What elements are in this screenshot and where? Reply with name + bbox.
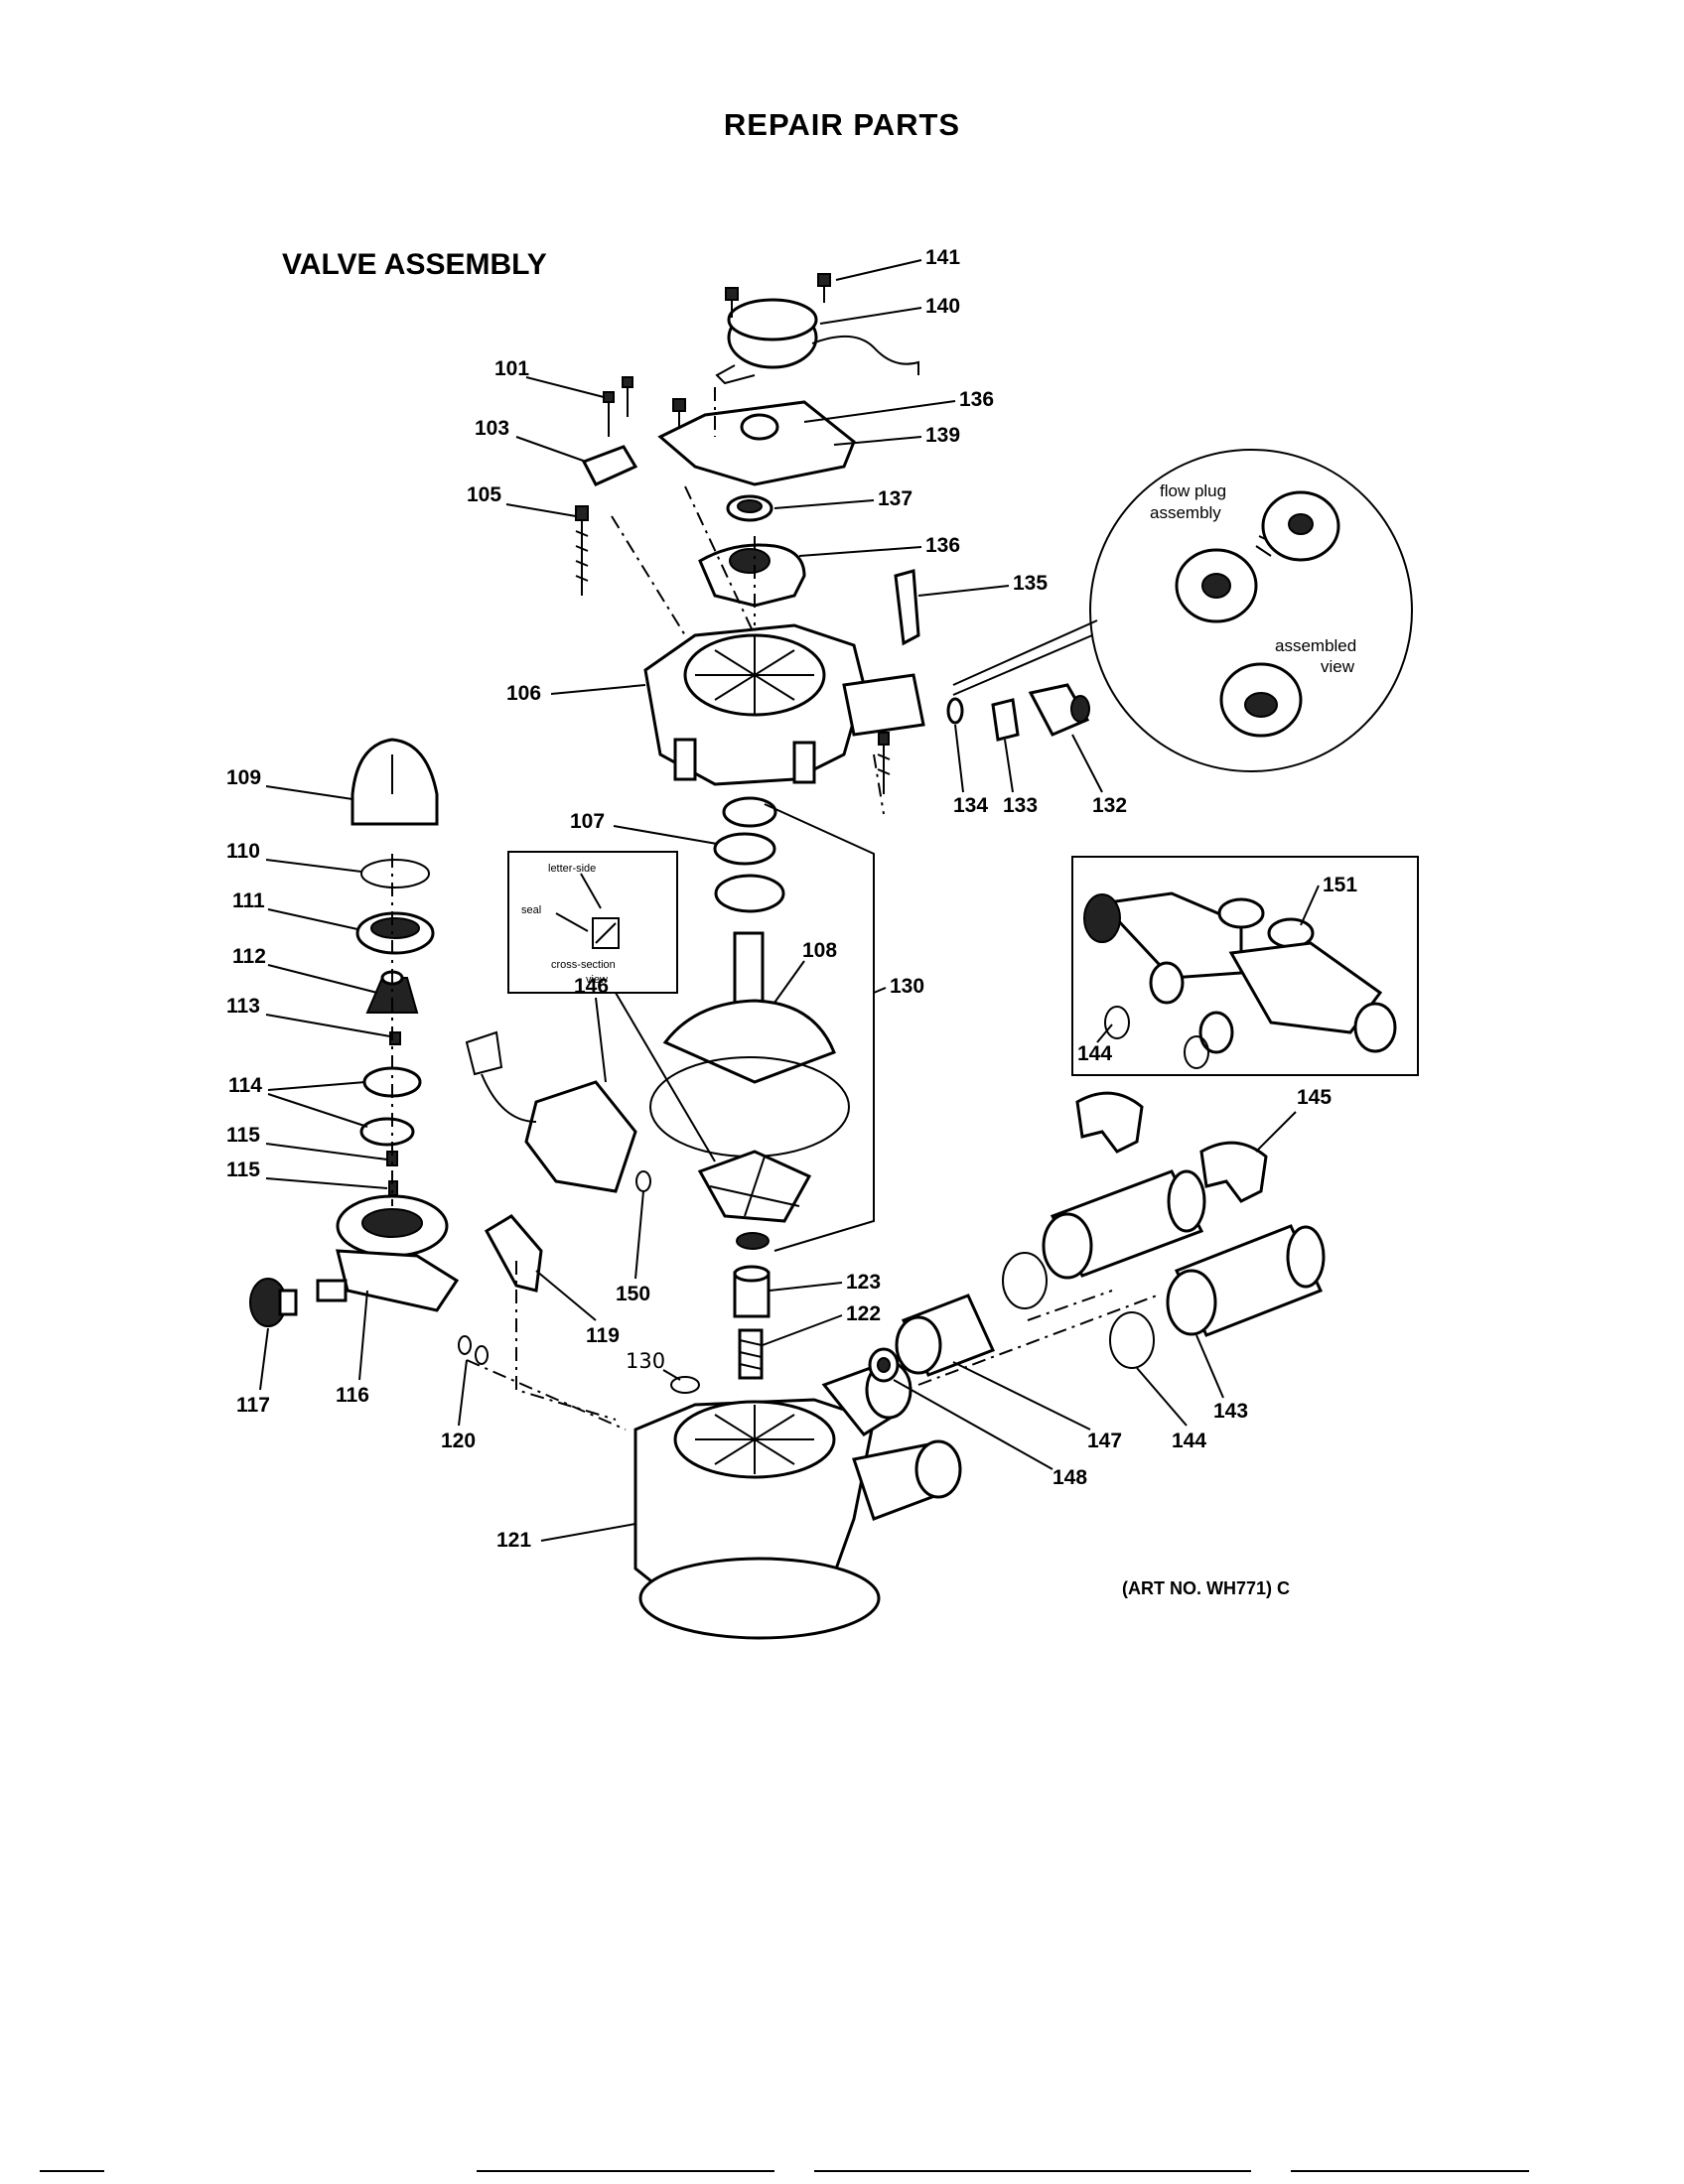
callout-117: 117 [236, 1394, 270, 1417]
callout-137: 137 [878, 487, 912, 510]
body-116 [316, 1194, 460, 1312]
o-ring-110-icon [360, 859, 430, 888]
callout-106: 106 [506, 682, 541, 705]
clip-145-icon [1075, 1091, 1268, 1203]
screw-105-icon [575, 505, 589, 596]
callout-115a: 115 [226, 1124, 260, 1147]
bottom-rule-mid [477, 2170, 774, 2172]
callout-134: 134 [953, 794, 988, 817]
cap-109 [351, 738, 439, 826]
ring-111 [355, 911, 435, 955]
flow-plug-detail-circle: flow plug assembly assembled view [952, 449, 1413, 772]
callout-141: 141 [925, 246, 960, 269]
callout-144a: 144 [1077, 1042, 1112, 1065]
inset-box: letter-side seal cross-section view [507, 851, 716, 1162]
gear-137-icon [726, 494, 773, 522]
inset-label-3: cross-section [551, 959, 616, 971]
callout-139: 139 [925, 424, 960, 447]
callout-135: 135 [1013, 572, 1048, 595]
section-title: VALVE ASSEMBLY [282, 248, 547, 281]
callout-146: 146 [574, 975, 609, 998]
bottom-rule-left [40, 2170, 104, 2172]
plate-139 [657, 398, 856, 486]
callout-136b: 136 [925, 534, 960, 557]
motor-140 [715, 298, 919, 385]
callout-143: 143 [1213, 1400, 1248, 1423]
callout-105: 105 [467, 483, 501, 506]
adapter-143 [1166, 1224, 1326, 1337]
callout-114: 114 [228, 1074, 262, 1097]
callout-119: 119 [586, 1324, 620, 1347]
o-ring-123-icon [736, 1232, 770, 1250]
callout-107: 107 [570, 810, 605, 833]
callout-108: 108 [802, 939, 837, 962]
callout-132: 132 [1092, 794, 1127, 817]
callout-130b: 130 [626, 1349, 665, 1373]
callout-103: 103 [475, 417, 509, 440]
bracket-146 [465, 1030, 637, 1193]
callout-140: 140 [925, 295, 960, 318]
detail-label-top-1: flow plug [1160, 481, 1226, 500]
callout-116: 116 [336, 1384, 369, 1407]
clip-119-icon [484, 1214, 543, 1293]
o-ring-130b-icon [670, 1376, 700, 1394]
callout-121: 121 [496, 1529, 531, 1552]
o-ring-144-icon [1002, 1252, 1155, 1369]
callout-136a: 136 [959, 388, 994, 411]
callout-133: 133 [1003, 794, 1038, 817]
callout-144b: 144 [1172, 1430, 1206, 1452]
pin-150-icon [635, 1170, 651, 1192]
detail-label-top-2: assembly [1150, 503, 1221, 522]
callout-113: 113 [226, 995, 260, 1018]
page-title: REPAIR PARTS [723, 107, 961, 142]
seal-107 [713, 796, 785, 913]
inset-label-4: view [586, 974, 608, 986]
housing-106 [643, 623, 925, 786]
callout-147: 147 [1087, 1430, 1122, 1452]
callout-130a: 130 [890, 975, 924, 998]
cap-117 [249, 1278, 298, 1327]
part-113 [389, 1031, 401, 1045]
callout-101: 101 [494, 357, 529, 380]
adapter-upper [1042, 1169, 1206, 1280]
detail-label-bottom-1: assembled [1275, 636, 1356, 655]
callout-111: 111 [232, 889, 265, 912]
flow-plug-parts [946, 683, 1090, 742]
callout-122: 122 [846, 1302, 881, 1325]
inset-label-1: letter-side [548, 863, 596, 875]
bottom-rule-far [1291, 2170, 1529, 2172]
callout-109: 109 [226, 766, 261, 789]
bypass-inset-151 [1071, 856, 1419, 1076]
detail-label-bottom-2: view [1321, 657, 1355, 676]
cylinder-123 [733, 1265, 771, 1318]
screw-141-icon [725, 273, 831, 318]
gear-136-icon [698, 543, 806, 608]
clip-135-icon [894, 569, 920, 646]
inset-label-2: seal [521, 904, 541, 916]
piston-108 [649, 931, 850, 1223]
callout-145: 145 [1297, 1086, 1332, 1109]
callout-110: 110 [226, 840, 260, 863]
callout-148: 148 [1052, 1466, 1087, 1489]
callout-115b: 115 [226, 1159, 260, 1181]
valve-body-121 [633, 1360, 962, 1640]
o-ring-120-icon [458, 1335, 489, 1365]
bottom-rule-right [814, 2170, 1251, 2172]
callout-112: 112 [232, 945, 266, 968]
callout-150: 150 [616, 1283, 650, 1305]
adapter-147 [895, 1294, 996, 1377]
callout-120: 120 [441, 1430, 476, 1452]
callout-123: 123 [846, 1271, 881, 1294]
disc-114 [359, 1066, 422, 1147]
screw-106-icon [877, 732, 891, 794]
callout-151: 151 [1323, 874, 1357, 896]
part-148 [868, 1347, 900, 1383]
art-number: (ART NO. WH771) C [1122, 1578, 1291, 1598]
spring-122-icon [738, 1328, 764, 1380]
